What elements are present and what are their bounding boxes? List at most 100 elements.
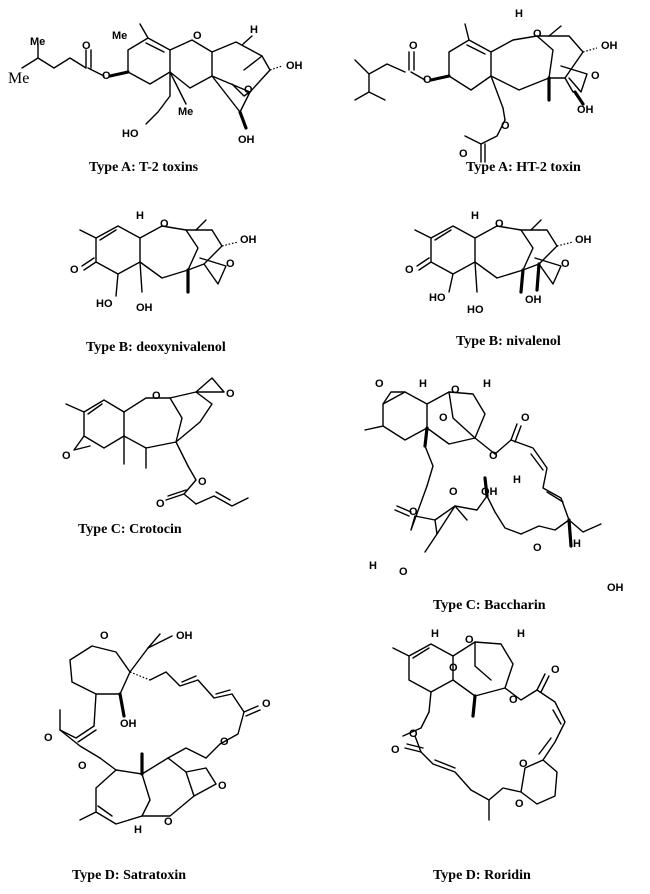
caption-roridin: Type D: Roridin <box>433 868 531 883</box>
atom-o: O <box>423 74 432 86</box>
atom-o: O <box>533 542 542 554</box>
atom-o: O <box>509 694 518 706</box>
atom-o: O <box>70 264 79 276</box>
atom-o: O <box>152 390 161 402</box>
nivalenol-structure-drawing <box>414 219 574 294</box>
atom-o: O <box>405 264 414 276</box>
atom-o: O <box>519 758 528 770</box>
atom-o: O <box>591 70 600 82</box>
atom-oh: OH <box>575 234 592 246</box>
atom-o: O <box>409 40 418 52</box>
t2-toxin-structure-drawing <box>21 23 283 130</box>
structure-satratoxin: O OH OH O O O O O H O Type D: Satratoxin <box>0 620 325 894</box>
atom-o: O <box>451 384 460 396</box>
atom-o: O <box>465 634 474 646</box>
atom-o: O <box>102 70 111 82</box>
deoxynivalenol-structure-drawing <box>79 219 239 297</box>
structure-roridin: H O H O O O O O O O Type D: Roridin <box>325 620 650 894</box>
atom-o: O <box>375 378 384 390</box>
structure-t2-toxin: Me Me Me O H OH O O O HO Me OH Type A: T… <box>0 0 325 210</box>
atom-ho: HO <box>467 304 484 316</box>
atom-oh: OH <box>481 486 498 498</box>
baccharin-structure-drawing <box>364 391 602 553</box>
atom-h: H <box>573 538 581 550</box>
atom-o: O <box>495 218 504 230</box>
atom-o: O <box>82 40 91 52</box>
atom-o: O <box>220 736 229 748</box>
structure-baccharin: O H O H O O O H O OH O O H O H OH Type C… <box>325 370 650 620</box>
atom-oh: OH <box>240 234 257 246</box>
atom-o: O <box>409 506 418 518</box>
caption-ht2-toxin: Type A: HT-2 toxin <box>466 160 581 175</box>
atom-me: Me <box>8 70 30 87</box>
atom-o: O <box>164 816 173 828</box>
atom-o: O <box>160 218 169 230</box>
atom-o: O <box>489 450 498 462</box>
atom-oh: OH <box>607 582 624 594</box>
atom-o: O <box>193 30 202 42</box>
atom-oh: OH <box>601 40 618 52</box>
atom-h: H <box>471 210 479 222</box>
atom-h: H <box>513 474 521 486</box>
atom-o: O <box>439 412 448 424</box>
atom-o: O <box>551 664 560 676</box>
atom-ho: HO <box>122 128 139 140</box>
atom-o: O <box>100 630 109 642</box>
atom-o: O <box>501 120 510 132</box>
caption-baccharin: Type C: Baccharin <box>433 598 546 613</box>
atom-h: H <box>136 210 144 222</box>
atom-o: O <box>533 28 542 40</box>
atom-o: O <box>44 732 53 744</box>
ht2-toxin-structure-drawing <box>354 23 598 163</box>
atom-oh: OH <box>525 294 542 306</box>
atom-h: H <box>517 628 525 640</box>
atom-o: O <box>262 698 271 710</box>
atom-h: H <box>515 8 523 20</box>
atom-h: H <box>483 378 491 390</box>
atom-me: Me <box>112 30 128 42</box>
atom-o: O <box>521 412 530 424</box>
atom-o: O <box>459 148 468 160</box>
atom-o: O <box>198 476 207 488</box>
atom-o: O <box>156 498 165 510</box>
roridin-structure-drawing <box>392 641 566 821</box>
atom-oh: OH <box>286 60 303 72</box>
atom-o: O <box>449 486 458 498</box>
atom-o: O <box>391 744 400 756</box>
atom-o: O <box>78 760 87 772</box>
atom-h: H <box>369 560 377 572</box>
atom-oh: OH <box>136 302 153 314</box>
atom-o: O <box>515 798 524 810</box>
atom-o: O <box>226 258 235 270</box>
crotocin-structure-drawing <box>65 377 249 507</box>
atom-o: O <box>62 450 71 462</box>
atom-oh: OH <box>577 104 594 116</box>
atom-o: O <box>561 258 570 270</box>
caption-t2-toxin: Type A: T-2 toxins <box>89 160 199 175</box>
caption-deoxynivalenol: Type B: deoxynivalenol <box>86 340 226 355</box>
structure-crotocin: O O O O O Type C: Crotocin <box>0 370 325 560</box>
atom-h: H <box>134 824 142 836</box>
atom-o: O <box>399 566 408 578</box>
structure-deoxynivalenol: H O OH O O HO OH Type B: deoxynivalenol <box>0 200 325 370</box>
atom-h: H <box>431 628 439 640</box>
structure-nivalenol: H O OH O O HO HO OH Type B: nivalenol <box>325 200 650 370</box>
atom-o: O <box>226 388 235 400</box>
atom-o: O <box>449 662 458 674</box>
satratoxin-structure-drawing <box>59 633 261 825</box>
atom-o: O <box>218 780 227 792</box>
caption-satratoxin: Type D: Satratoxin <box>72 868 187 883</box>
atom-o: O <box>409 728 418 740</box>
atom-o: O <box>244 84 253 96</box>
atom-ho: HO <box>96 298 113 310</box>
atom-oh: OH <box>120 718 137 730</box>
caption-crotocin: Type C: Crotocin <box>78 522 182 537</box>
atom-ho: HO <box>429 292 446 304</box>
atom-h: H <box>250 24 258 36</box>
atom-me: Me <box>178 106 194 118</box>
atom-h: H <box>419 378 427 390</box>
structure-ht2-toxin: H O OH O O O OH O O Type A: HT-2 toxin <box>325 0 650 210</box>
caption-nivalenol: Type B: nivalenol <box>456 334 561 349</box>
atom-oh: OH <box>238 134 255 146</box>
atom-me: Me <box>30 36 46 48</box>
